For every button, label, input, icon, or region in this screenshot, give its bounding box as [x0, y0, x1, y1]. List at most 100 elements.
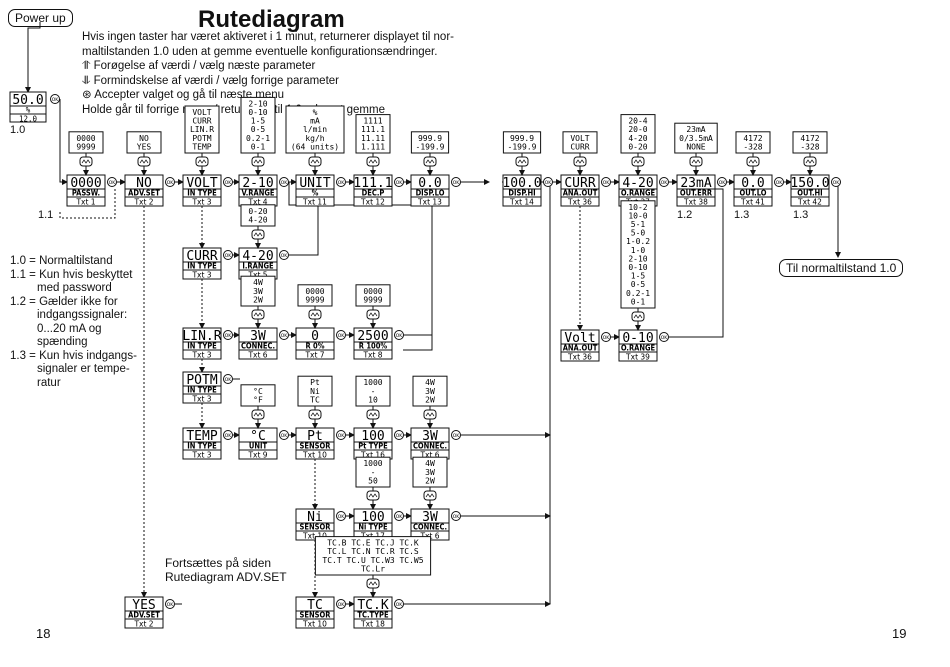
- node-value: YES: [132, 598, 155, 613]
- option-text: LIN.R: [190, 125, 214, 134]
- option-text: CURR: [570, 142, 589, 151]
- up-down-icon: [251, 156, 265, 167]
- note-ref-1-2: 1.2: [677, 209, 693, 221]
- node-param: IN TYPE: [187, 262, 217, 271]
- option-text: %: [313, 108, 318, 117]
- up-down-icon: [79, 156, 93, 167]
- node-param: DEC.P: [362, 189, 385, 198]
- ok-icon: OK: [453, 514, 461, 520]
- option-text: 9999: [76, 142, 95, 151]
- node-txt: Txt 9: [247, 451, 267, 460]
- ok-icon: [394, 177, 404, 187]
- up-arrow-icon: ⥣: [82, 60, 91, 72]
- node-value: 0.0: [741, 176, 764, 191]
- node-param: DISP.LO: [416, 189, 445, 198]
- node-param: IN TYPE: [187, 442, 217, 451]
- up-down-icon: [689, 156, 703, 167]
- ok-icon: OK: [109, 180, 117, 186]
- option-text: POTM: [192, 134, 211, 143]
- node-value: Pt: [307, 429, 323, 444]
- option-text: 4W: [253, 278, 263, 287]
- node-param: ANA.OUT: [563, 189, 598, 198]
- node-txt: Txt 39: [625, 353, 650, 362]
- option-text: TC.B TC.E TC.J TC.K: [327, 539, 419, 548]
- option-text: 0-1: [251, 142, 266, 151]
- node-param: OUT.ERR: [680, 189, 713, 198]
- note-line: 1.0 = Normaltilstand: [10, 255, 113, 267]
- ok-icon: [394, 430, 404, 440]
- page-title: Rutediagram: [198, 6, 345, 33]
- ok-icon: [223, 430, 233, 440]
- node-param: %: [312, 189, 319, 198]
- ok-icon: [451, 430, 461, 440]
- ok-icon: OK: [225, 333, 233, 339]
- option-text: -328: [743, 142, 762, 151]
- ok-icon: OK: [719, 180, 727, 186]
- node-value: 100: [361, 510, 384, 525]
- node-value: 0000: [70, 176, 101, 191]
- node-txt: Txt 3: [191, 451, 211, 460]
- home-display: 50.0%12.0OK: [9, 91, 60, 124]
- node-param: ADV.SET: [128, 611, 160, 620]
- node-txt: Txt 10: [302, 620, 327, 629]
- home-sub: 12.0: [19, 115, 38, 124]
- ok-icon: [659, 332, 669, 342]
- node-txt: Txt 18: [360, 620, 385, 629]
- option-text: -199.9: [508, 142, 537, 151]
- option-text: -199.9: [416, 142, 445, 151]
- option-text: 0-1: [631, 297, 646, 306]
- ok-icon: OK: [281, 433, 289, 439]
- note-line: med password: [37, 282, 112, 294]
- ok-icon: [451, 177, 461, 187]
- note-line: 1.1 = Kun hvis beskyttet: [10, 268, 133, 281]
- node-txt: Txt 3: [191, 351, 211, 360]
- ok-icon: [451, 511, 461, 521]
- node-param: SENSOR: [300, 611, 332, 620]
- option-text: 1-5: [631, 272, 646, 281]
- page-number-right: 19: [892, 626, 907, 641]
- up-down-icon: [366, 409, 380, 420]
- node-param: IN TYPE: [187, 189, 217, 198]
- node-value: °C: [250, 429, 266, 444]
- option-text: 0/3.5mA: [679, 134, 713, 143]
- node-value: 100.0: [502, 176, 541, 191]
- intro-line: maltilstanden 1.0 uden at gemme eventuel…: [82, 45, 438, 58]
- node-txt: Txt 2: [133, 198, 153, 207]
- option-text: 0-10: [628, 263, 647, 272]
- node-value: 0.0: [418, 176, 441, 191]
- option-text: 20-4: [628, 117, 647, 126]
- node-value: 2-10: [242, 176, 273, 191]
- node-value: 0-10: [622, 331, 653, 346]
- node-value: 0: [311, 329, 319, 344]
- up-down-icon: [515, 156, 529, 167]
- ok-icon: [336, 430, 346, 440]
- option-text: l/min: [303, 125, 327, 134]
- node-txt: Txt 1: [75, 198, 95, 207]
- node-value: Volt: [564, 331, 595, 346]
- node-param: SENSOR: [300, 523, 332, 532]
- normal-state-label: Til normaltilstand 1.0: [779, 259, 904, 277]
- ok-icon: OK: [167, 180, 175, 186]
- option-text: 10-2: [628, 203, 647, 212]
- continue-note: Fortsættes på siden Rutediagram ADV.SET: [165, 556, 287, 584]
- option-text: 4172: [800, 134, 819, 143]
- intro-line: Hvis ingen taster har været aktiveret i …: [82, 31, 454, 43]
- ok-icon: [336, 330, 346, 340]
- node-value: TEMP: [186, 429, 217, 444]
- node-value: LIN.R: [182, 329, 221, 344]
- option-text: 9999: [363, 295, 382, 304]
- ok-icon: [279, 250, 289, 260]
- up-down-icon: [251, 309, 265, 320]
- node-value: 111.1: [353, 176, 392, 191]
- option-text: 0-20: [248, 207, 267, 216]
